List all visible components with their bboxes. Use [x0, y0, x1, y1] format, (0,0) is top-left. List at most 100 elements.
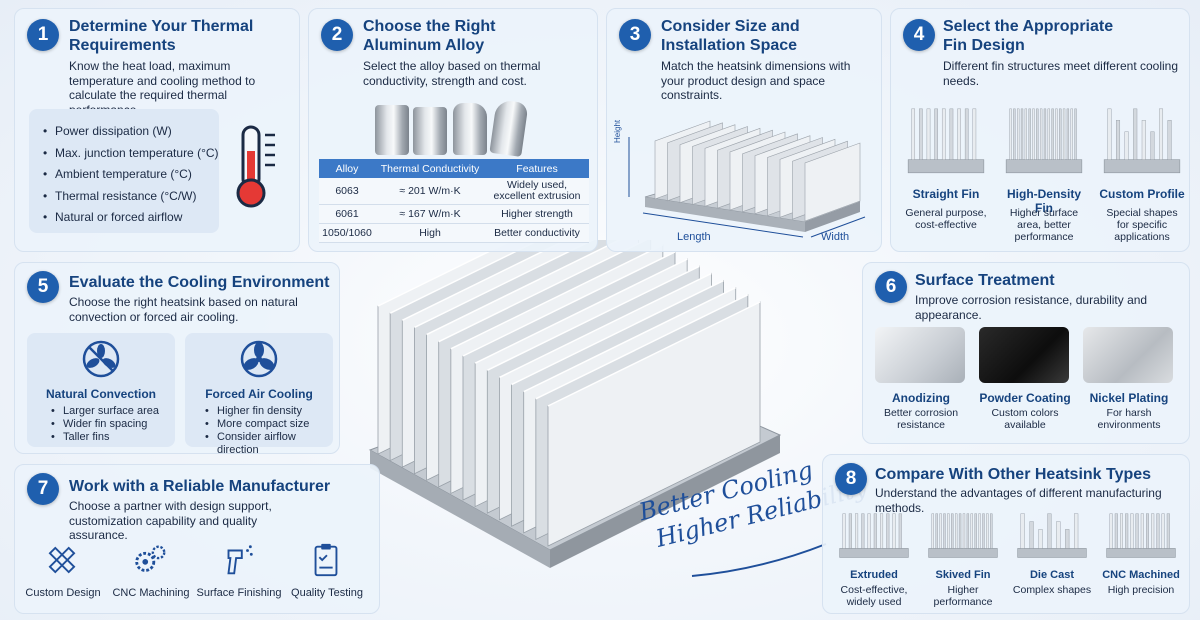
section-8-badge: 8: [835, 463, 867, 495]
gears-icon: [135, 545, 166, 572]
list-item: Higher fin density: [203, 405, 333, 418]
service-label: Surface Finishing: [196, 587, 282, 599]
type-note: Higher performance: [933, 584, 993, 608]
requirements-list: Power dissipation (W)Max. junction tempe…: [41, 121, 219, 229]
finish-note: For harsh environments: [1097, 407, 1161, 431]
fin-image: [903, 99, 989, 181]
forced-air-title: Forced Air Cooling: [205, 387, 313, 401]
type-image: [924, 507, 1002, 563]
finish-swatch: [875, 327, 965, 383]
requirement-item: Natural or forced airflow: [41, 207, 219, 229]
dimension-heatsink-image: [628, 120, 866, 238]
table-cell: 1050/1060: [319, 223, 375, 243]
fin-name: Straight Fin: [912, 187, 980, 201]
table-cell: Higher strength: [485, 204, 589, 224]
fan-icon: [240, 340, 278, 378]
requirements-panel: Power dissipation (W)Max. junction tempe…: [29, 109, 219, 233]
requirement-item: Power dissipation (W): [41, 121, 219, 143]
section-7-card: 7 Work with a Reliable Manufacturer Choo…: [14, 464, 380, 614]
finish-swatch: [979, 327, 1069, 383]
dim-length-label: Length: [677, 231, 711, 243]
heatsink-thumbnail: [1106, 513, 1176, 558]
alloy-table: Alloy Thermal Conductivity Features 6063…: [319, 159, 589, 243]
heatsink-thumbnail: [1005, 108, 1083, 174]
dim-width-label: Width: [821, 231, 850, 243]
section-7-desc: Choose a partner with design support, cu…: [69, 499, 272, 542]
section-6-desc: Improve corrosion resistance, durability…: [915, 293, 1148, 322]
natural-convection-title: Natural Convection: [45, 387, 156, 401]
heatsink-thumbnail: [907, 108, 985, 174]
section-7-badge: 7: [27, 473, 59, 505]
section-4-badge: 4: [903, 19, 935, 51]
fin-image: [1099, 99, 1185, 181]
type-note: Complex shapes: [1012, 584, 1092, 596]
alloy-table-header-conductivity: Thermal Conductivity: [375, 159, 485, 178]
alloy-table-header-features: Features: [485, 159, 589, 178]
section-3-title: Consider Size and Installation Space: [661, 18, 800, 54]
section-1-title: Determine Your Thermal Requirements: [69, 18, 254, 54]
section-5-desc: Choose the right heatsink based on natur…: [69, 295, 298, 324]
section-8-title: Compare With Other Heatsink Types: [875, 466, 1152, 483]
natural-convection-list: Larger surface areaWider fin spacingTall…: [49, 405, 159, 444]
service-label: Custom Design: [25, 587, 101, 599]
section-5-card: 5 Evaluate the Cooling Environment Choos…: [14, 262, 340, 456]
finish-swatch: [1083, 327, 1173, 383]
finish-note: Custom colors available: [991, 407, 1059, 431]
clipboard-check-icon: [314, 543, 338, 577]
type-note: Cost-effective, widely used: [840, 584, 908, 608]
section-6-badge: 6: [875, 271, 907, 303]
table-cell: 6063: [319, 178, 375, 205]
section-3-card: 3 Consider Size and Installation Space M…: [606, 8, 882, 252]
alloy-cylinders-image: [375, 99, 535, 157]
section-6-title: Surface Treatment: [915, 272, 1055, 289]
list-item: More compact size: [203, 418, 333, 431]
list-item: Wider fin spacing: [49, 418, 159, 431]
section-7-title: Work with a Reliable Manufacturer: [69, 478, 331, 495]
section-2-card: 2 Choose the Right Aluminum Alloy Select…: [308, 8, 598, 252]
fin-note: Higher surface area, better performance: [1009, 207, 1079, 243]
heatsink-thumbnail: [1017, 513, 1087, 558]
requirement-item: Thermal resistance (°C/W): [41, 186, 219, 208]
type-name: Skived Fin: [935, 569, 991, 581]
natural-convection-panel: Natural Convection Larger surface areaWi…: [27, 333, 175, 447]
type-name: CNC Machined: [1102, 569, 1180, 581]
section-3-desc: Match the heatsink dimensions with your …: [661, 59, 851, 102]
table-cell: 6061: [319, 204, 375, 224]
finish-name: Nickel Plating: [1089, 391, 1169, 405]
forced-air-list: Higher fin densityMore compact sizeConsi…: [203, 405, 333, 457]
finish-name: Powder Coating: [979, 391, 1071, 405]
type-name: Extruded: [850, 569, 898, 581]
type-image: [1013, 507, 1091, 563]
forced-air-panel: Forced Air Cooling Higher fin densityMor…: [185, 333, 333, 456]
dim-height-label: Height: [613, 119, 622, 143]
service-label: Quality Testing: [291, 587, 363, 599]
table-cell: Widely used, excellent extrusion: [485, 178, 589, 205]
fin-image: [1001, 99, 1087, 181]
section-2-title: Choose the Right Aluminum Alloy: [363, 18, 496, 54]
thermometer-icon: [236, 125, 275, 208]
list-item: Taller fins: [49, 431, 159, 444]
section-2-badge: 2: [321, 19, 353, 51]
finish-name: Anodizing: [892, 391, 950, 405]
fin-note: General purpose, cost-effective: [905, 207, 987, 231]
heatsink-thumbnail: [1103, 108, 1181, 174]
service-label: CNC Machining: [112, 587, 190, 599]
requirement-item: Ambient temperature (°C): [41, 164, 219, 186]
table-cell: Better conductivity: [485, 223, 589, 243]
section-3-badge: 3: [619, 19, 651, 51]
fin-name: High-Density Fin: [1006, 187, 1081, 215]
type-note: High precision: [1107, 584, 1175, 596]
section-1-badge: 1: [27, 19, 59, 51]
